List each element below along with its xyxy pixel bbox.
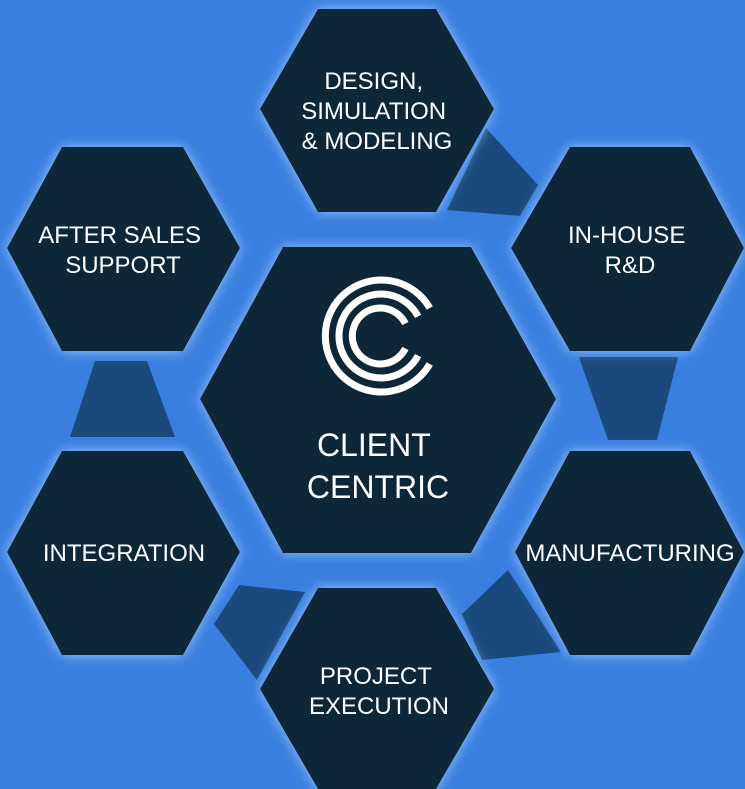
stage-label-design: DESIGN, SIMULATION & MODELING [301,68,453,155]
stage-hexagons [7,9,744,789]
hexagon-rnd [511,147,744,351]
connector-manufacturing-to-execution [462,570,561,660]
connector-rnd-to-manufacturing [579,357,678,440]
connectors [70,128,678,680]
stage-label-manufacturing-line-1: MANUFACTURING [525,540,734,567]
stage-label-after-sales-line-1: AFTER SALES [38,222,201,249]
hexagon-manufacturing [515,451,744,655]
stage-label-manufacturing: MANUFACTURING [525,540,734,567]
hexagon-project-execution [260,588,494,789]
center-hexagon [200,247,556,553]
stage-label-project-execution-line-1: PROJECT [320,663,432,690]
connector-integration-to-aftersales [70,361,175,437]
stage-label-integration: INTEGRATION [43,540,205,567]
stage-label-project-execution: PROJECT EXECUTION [309,663,449,720]
stage-label-project-execution-line-2: EXECUTION [309,693,449,720]
stage-label-design-line-3: & MODELING [302,128,453,155]
connector-execution-to-integration [214,585,305,680]
stage-label-after-sales-line-2: SUPPORT [65,252,181,279]
center-title: CLIENT CENTRIC [307,427,449,505]
stage-label-integration-line-1: INTEGRATION [43,540,205,567]
connector-design-to-rnd [447,128,538,216]
hexagon-after-sales [7,147,240,351]
c-logo-icon [321,276,433,396]
stage-label-after-sales: AFTER SALES SUPPORT [38,222,207,279]
stage-label-rnd: IN-HOUSE R&D [568,222,692,279]
stage-label-design-line-1: DESIGN, [324,68,423,95]
hexagon-integration [7,451,240,655]
stage-label-rnd-line-1: IN-HOUSE [568,222,685,249]
stage-label-design-line-2: SIMULATION [301,98,446,125]
center-title-line-1: CLIENT [317,427,430,463]
stage-label-rnd-line-2: R&D [605,252,656,279]
center-title-line-2: CENTRIC [307,469,449,505]
hexagon-design [260,9,494,212]
